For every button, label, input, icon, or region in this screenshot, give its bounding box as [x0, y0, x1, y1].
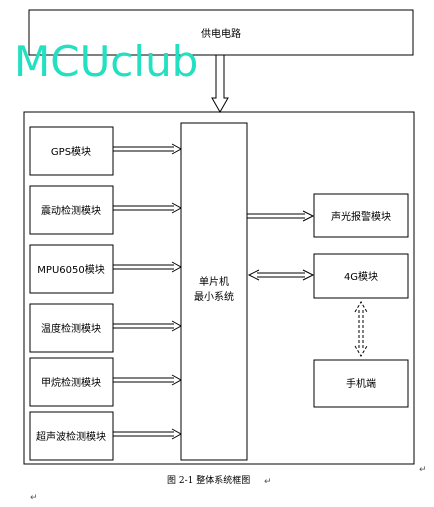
- sensor-module-ultrasonic: 超声波检测模块: [29, 411, 114, 461]
- arrow-ultrasonic-to-mcu: [113, 428, 183, 440]
- paragraph-mark: ↵: [30, 493, 38, 503]
- comm-module-4g: 4G模块: [313, 253, 409, 299]
- mcu-label-line2: 最小系统: [194, 290, 234, 303]
- watermark-logo: MCUclub: [14, 37, 198, 86]
- mcu-label-line1: 单片机: [199, 275, 229, 288]
- paragraph-mark: ↵: [419, 465, 427, 475]
- module-label: 温度检测模块: [41, 322, 101, 335]
- module-label: GPS模块: [51, 146, 91, 158]
- paragraph-mark: ↵: [264, 477, 272, 487]
- module-label: 超声波检测模块: [36, 430, 106, 443]
- alarm-module-label: 声光报警模块: [331, 210, 391, 223]
- sensor-module-temperature: 温度检测模块: [29, 303, 114, 353]
- phone-block: 手机端: [313, 359, 409, 408]
- figure-caption: 图 2-1 整体系统框图: [167, 474, 250, 486]
- arrow-methane-to-mcu: [113, 374, 183, 386]
- sensor-module-vibration: 震动检测模块: [29, 185, 114, 235]
- module-label: 甲烷检测模块: [41, 376, 101, 389]
- arrow-temperature-to-mcu: [113, 320, 183, 332]
- sensor-module-gps: GPS模块: [29, 126, 114, 176]
- module-label: MPU6050模块: [37, 264, 104, 276]
- module-label: 震动检测模块: [41, 204, 101, 217]
- sensor-arrows: [113, 143, 183, 440]
- sensor-module-methane: 甲烷检测模块: [29, 357, 114, 407]
- comm-module-label: 4G模块: [344, 271, 378, 283]
- arrow-gps-to-mcu: [113, 143, 183, 155]
- mcu-block: 单片机 最小系统: [180, 122, 248, 461]
- power-arrow: [211, 54, 229, 114]
- power-supply-label: 供电电路: [201, 27, 241, 40]
- wireless-link-dashed: [354, 301, 368, 357]
- sensor-module-mpu6050: MPU6050模块: [29, 244, 114, 294]
- alarm-module: 声光报警模块: [313, 193, 409, 238]
- arrow-vibration-to-mcu: [113, 202, 183, 214]
- arrow-mcu-to-alarm: [247, 210, 315, 222]
- system-frame: [23, 111, 415, 465]
- arrow-mpu6050-to-mcu: [113, 261, 183, 273]
- power-supply-block: 供电电路: [28, 9, 414, 56]
- arrow-mcu-4g-bidirectional: [247, 269, 315, 281]
- phone-label: 手机端: [346, 377, 376, 390]
